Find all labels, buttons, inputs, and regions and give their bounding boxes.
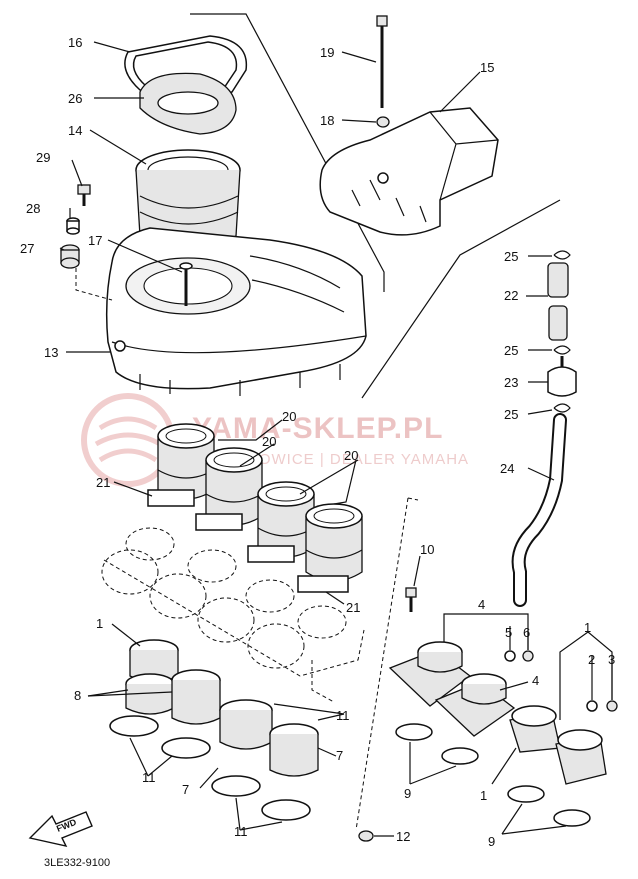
part-27-grommet [60,244,80,269]
callout-23: 23 [504,375,518,390]
callout-6: 6 [523,625,530,640]
fwd-arrow-icon: FWD [28,811,93,848]
part-11-clamp-f [261,799,311,821]
part-11-clamp-b [269,723,319,777]
callout-27: 27 [20,241,34,256]
part-20-joint-2 [195,447,263,531]
callout-20b: 20 [262,434,276,449]
part-10-bolt [405,587,417,612]
callout-24: 24 [500,461,514,476]
part-9-gasket-a [395,723,433,741]
part-11-clamp-e [211,775,261,797]
dash-top [407,497,419,501]
callout-11b: 11 [142,770,156,785]
part-1-manifold-b [555,729,607,785]
part-22-hose-b [548,305,568,341]
part-17-bolt [179,262,193,306]
callout-8: 8 [74,688,81,703]
part-5-washer [504,650,516,662]
callout-25b: 25 [504,343,518,358]
part-6-screw [522,650,534,662]
part-25-clip-a [553,250,571,260]
part-4-manifold-a [388,641,472,707]
part-13-airbox [105,227,367,396]
callout-10: 10 [420,542,434,557]
part-29-bolt [77,184,91,206]
callout-4a: 4 [478,597,485,612]
part-1-manifold-a [509,705,561,753]
callout-2: 2 [588,652,595,667]
callout-19: 19 [320,45,334,60]
part-9-gasket-c [507,785,545,803]
callout-18: 18 [320,113,334,128]
callout-7b: 7 [182,782,189,797]
callout-29: 29 [36,150,50,165]
callout-1a: 1 [584,620,591,635]
dash-27 [75,268,113,301]
callout-12: 12 [396,829,410,844]
callout-5: 5 [505,625,512,640]
bracket-hose [361,199,561,399]
callout-20c: 20 [344,448,358,463]
callout-25a: 25 [504,249,518,264]
part-26-plate [139,72,237,135]
part-23-fuel-filter [547,356,577,397]
callout-28: 28 [26,201,40,216]
callout-15: 15 [480,60,494,75]
part-20-joint-3 [247,481,315,563]
part-25-clip-b [553,345,571,355]
watermark: YAMA-SKLEP.PL BOJĘCHOWICE | DEALER YAMAH… [81,393,468,487]
dash-carb [311,660,335,703]
part-11-clamp-d [161,737,211,759]
part-18-washer [376,116,390,128]
carb-joints [147,423,363,593]
part-2-washer [586,700,598,712]
callout-26: 26 [68,91,82,106]
part-28-collar [66,217,80,235]
part-9-gasket-b [441,747,479,765]
part-11-clamp-c [109,715,159,737]
callout-16: 16 [68,35,82,50]
callout-13: 13 [44,345,58,360]
dash-long [355,497,409,831]
bracket-airbox-top [190,13,385,292]
part-11-clamp-a [219,699,273,750]
callout-numbers: 16 26 14 29 28 27 17 13 19 18 15 25 22 2… [20,35,615,849]
part-8-joint-a [125,673,175,715]
part-8-joint-b [171,669,221,725]
callout-11a: 11 [336,708,350,723]
callout-9a: 9 [404,786,411,801]
left-clamps [109,639,319,821]
part-19-bolt [376,15,388,108]
drawing-code: 3LE332-9100 [44,857,110,869]
part-22-hose [547,262,569,298]
callout-20a: 20 [282,409,296,424]
callout-14: 14 [68,123,82,138]
part-15-cover [319,107,499,236]
callout-3: 3 [608,652,615,667]
part-20-joint-1 [147,423,215,507]
callout-9b: 9 [488,834,495,849]
callout-1c: 1 [96,616,103,631]
callout-7a: 7 [336,748,343,763]
callout-25c: 25 [504,407,518,422]
part-9-gasket-d [553,809,591,827]
callout-17: 17 [88,233,102,248]
callout-21b: 21 [346,600,360,615]
carburetor-bank [101,527,365,677]
part-12-cap [358,830,374,842]
part-25-clip-c [553,403,571,413]
part-20-joint-4 [297,503,363,593]
callout-4b: 4 [532,673,539,688]
part-3-screw [606,700,618,712]
leader-lines [59,41,613,837]
callout-22: 22 [504,288,518,303]
callout-21a: 21 [96,475,110,490]
part-4-manifold-b [434,673,516,737]
callout-11c: 11 [234,824,248,839]
callout-1b: 1 [480,788,487,803]
